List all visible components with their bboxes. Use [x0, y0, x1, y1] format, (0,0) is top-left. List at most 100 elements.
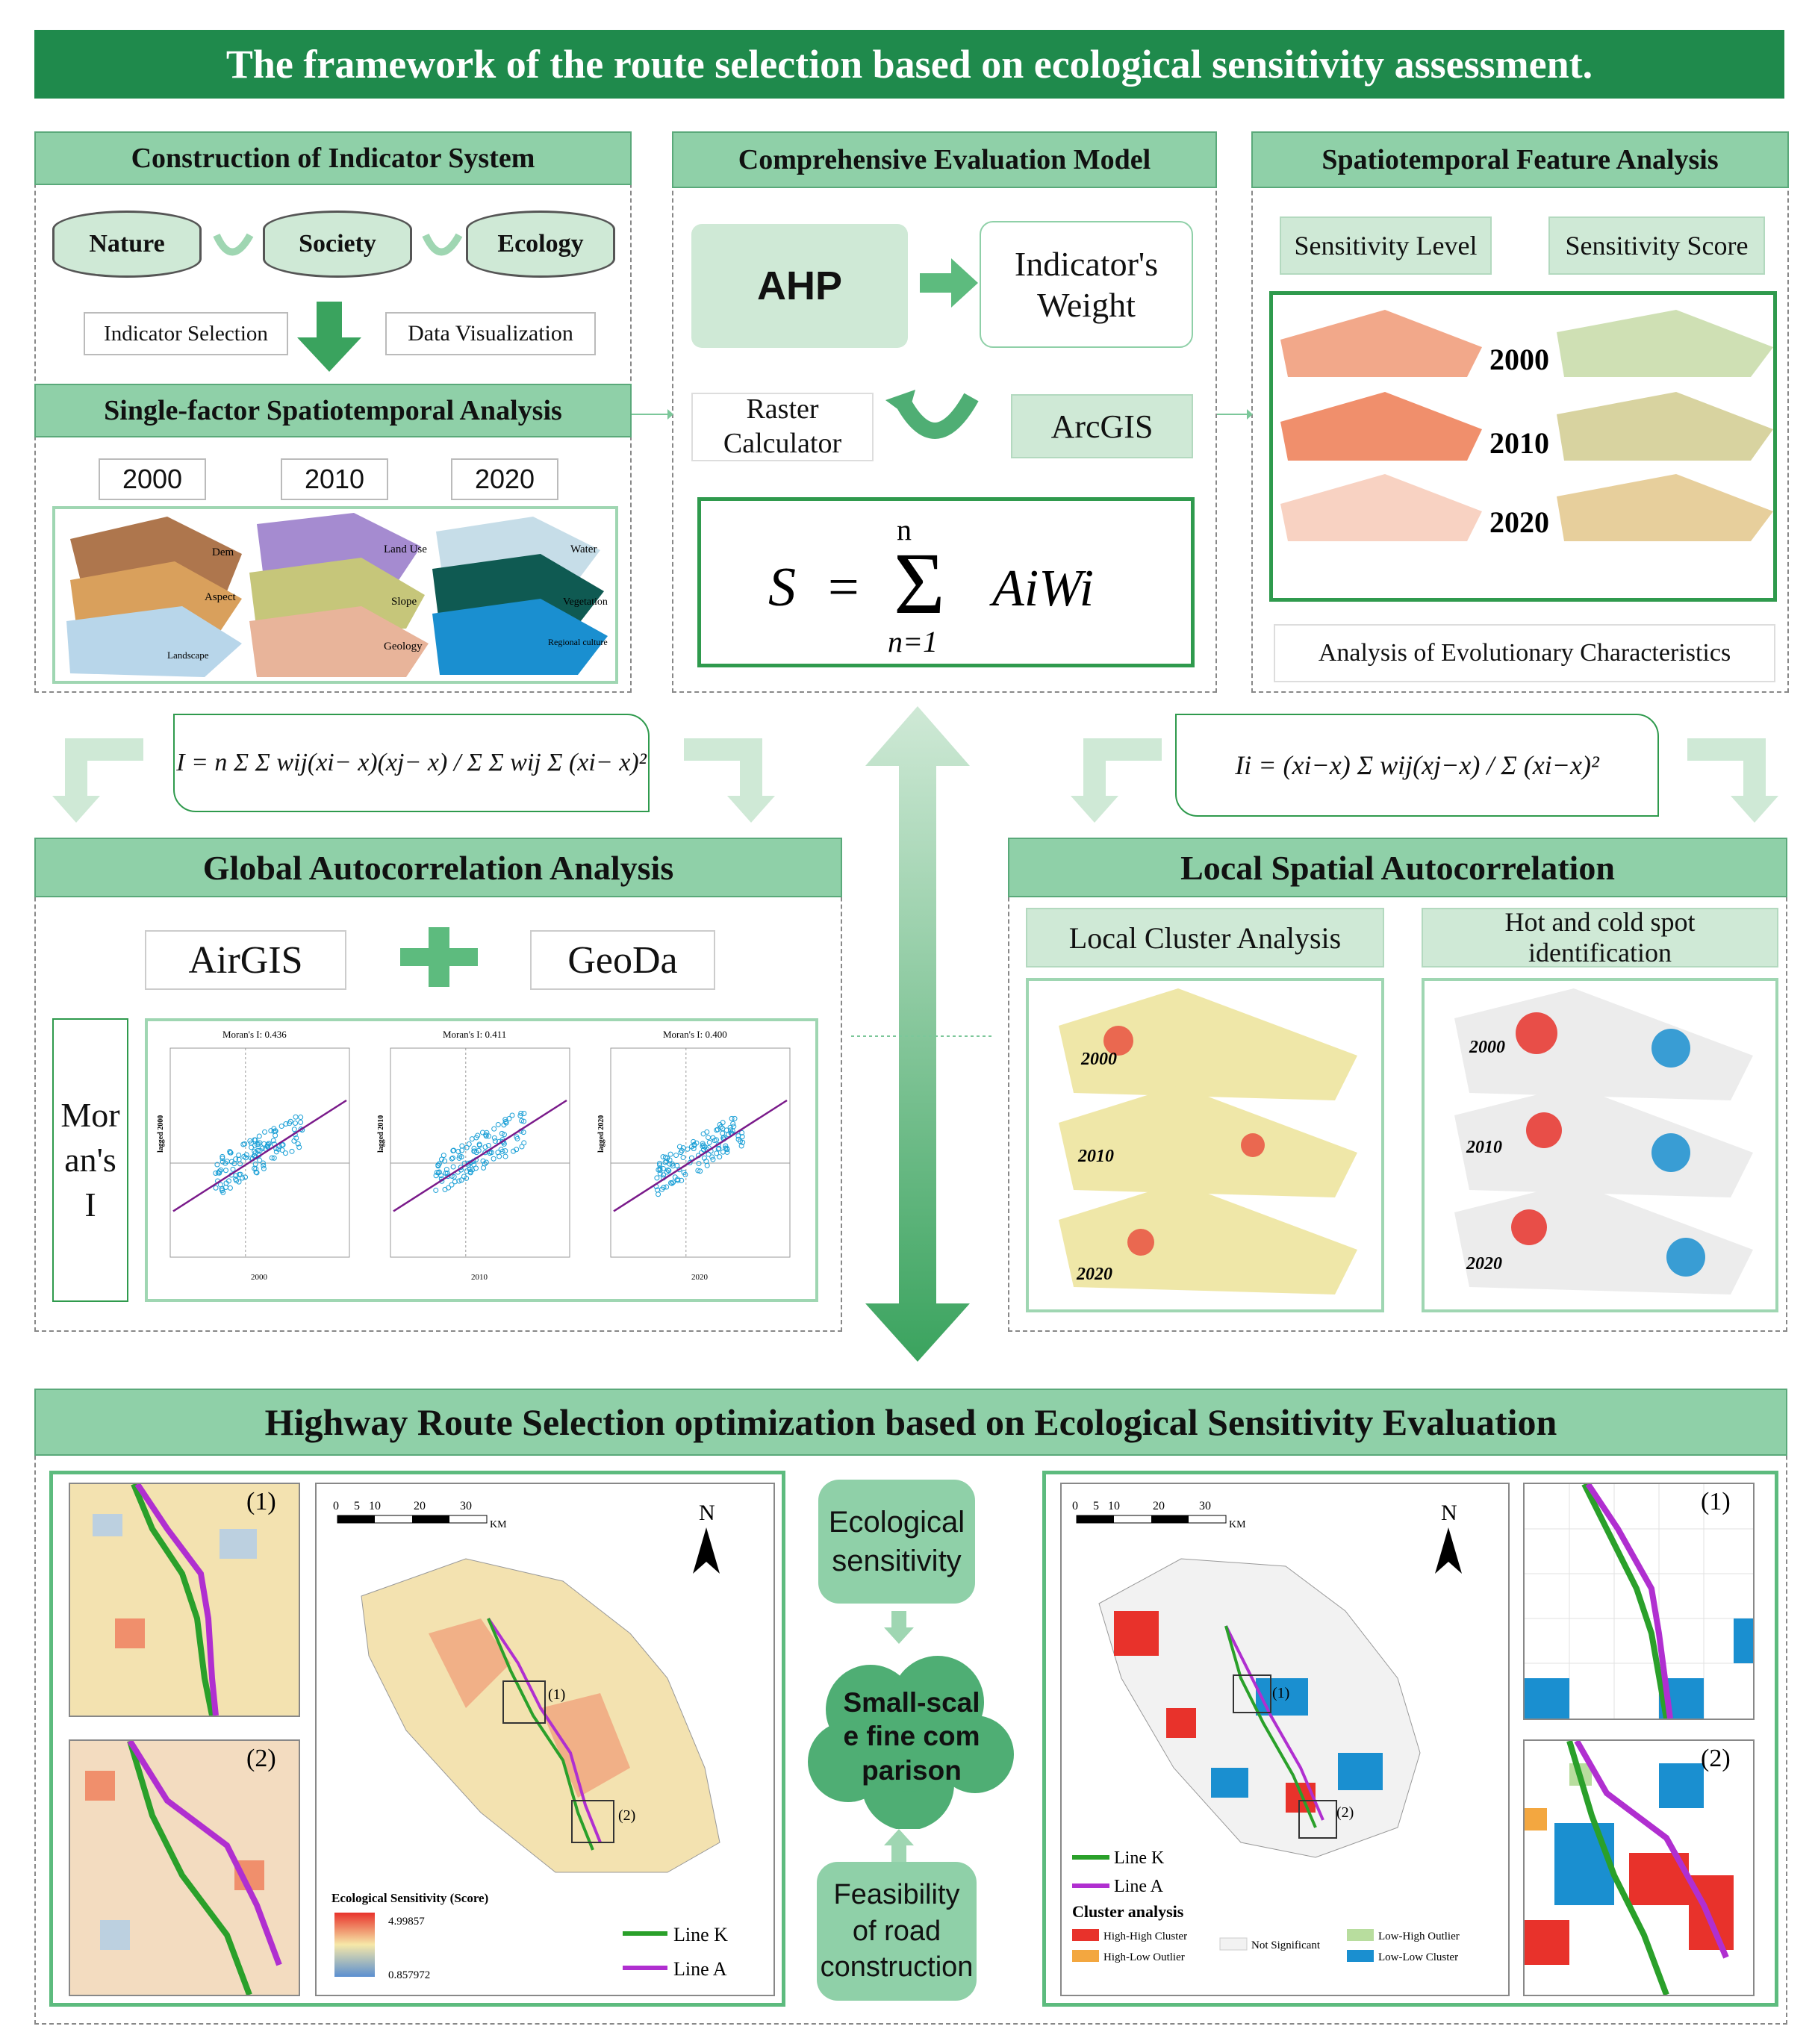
moran-point [714, 1127, 720, 1133]
moran-point [491, 1156, 496, 1162]
moran-point [236, 1171, 242, 1177]
curved-arrow-left-icon [52, 738, 143, 823]
moran-point [233, 1156, 239, 1162]
svg-text:KM: KM [490, 1519, 507, 1530]
single-factor-header: Single-factor Spatiotemporal Analysis [34, 384, 632, 437]
moran-point [458, 1177, 464, 1183]
svg-text:4.99857: 4.99857 [388, 1916, 425, 1928]
north-arrow-2-icon: N [1435, 1501, 1462, 1574]
moran-point [657, 1168, 663, 1174]
moran-point [291, 1127, 297, 1132]
moran-point [452, 1179, 458, 1185]
moran-point [709, 1154, 715, 1160]
moran-point [691, 1145, 697, 1151]
feasibility-pill: Feasibility of road construction [817, 1862, 977, 2001]
year-2010-label: 2010 [281, 458, 388, 500]
data-visualization-label: Data Visualization [385, 312, 596, 355]
moran-point [464, 1175, 470, 1181]
svg-text:Not Significant: Not Significant [1251, 1939, 1321, 1951]
moran-point [278, 1124, 284, 1130]
moran-point [673, 1153, 679, 1159]
svg-text:10: 10 [1108, 1500, 1120, 1512]
moran-point [502, 1117, 508, 1123]
svg-text:Σ: Σ [894, 535, 945, 632]
year-2000-label: 2000 [99, 458, 206, 500]
moran-point [501, 1132, 507, 1138]
moran-point [723, 1145, 729, 1151]
moran-point [517, 1113, 523, 1119]
moran-point [720, 1149, 726, 1155]
moran-point [657, 1162, 663, 1168]
moran-point [687, 1159, 693, 1165]
moran-point [501, 1141, 507, 1147]
layer-label-regional-culture: Regional culture [548, 637, 608, 647]
local-formula-box: Ii = (xi−x) Σ wij(xj−x) / Σ (xi−x)² [1175, 714, 1659, 817]
layer-label-vegetation: Vegetation [563, 596, 608, 608]
moran-point [729, 1115, 735, 1121]
moran-point [257, 1147, 263, 1153]
moran-point [260, 1160, 266, 1166]
moran-regression-line [172, 1099, 347, 1212]
factor-layer-maps: Dem Aspect Landscape Land Use Slope Geol… [66, 513, 608, 677]
moran-point [215, 1170, 221, 1176]
moran-point [482, 1144, 488, 1150]
moran-point [664, 1156, 670, 1162]
small-scale-comparison-text: Small-scale fine comparison [843, 1687, 980, 1786]
moran-point [740, 1139, 746, 1145]
cylinder-ecology: Ecology [466, 211, 615, 278]
local-cluster-label: Local Cluster Analysis [1026, 908, 1384, 968]
moran-point [502, 1153, 508, 1159]
moran-point [710, 1156, 716, 1162]
moran-point [233, 1173, 239, 1179]
moran-point [240, 1175, 246, 1181]
moran-point [502, 1119, 508, 1125]
geoda-tool: GeoDa [530, 930, 715, 990]
moran-xlabel: 2020 [691, 1273, 709, 1282]
moran-point [503, 1120, 509, 1126]
moran-point [670, 1180, 676, 1185]
svg-text:Low-High Outlier: Low-High Outlier [1378, 1931, 1460, 1942]
moran-point [496, 1153, 502, 1159]
moran-point [727, 1124, 733, 1130]
moran-point [213, 1185, 219, 1191]
north-arrow-icon: N [693, 1501, 720, 1574]
moran-point [716, 1145, 722, 1151]
formula-S: S = n Σ n=1 AiWi [768, 513, 1094, 658]
moran-point [697, 1168, 703, 1174]
moran-point [254, 1170, 260, 1176]
svg-text:n=1: n=1 [888, 625, 938, 658]
scale-bar: 0 5 10 20 30 KM [333, 1500, 507, 1530]
moran-point [269, 1155, 275, 1161]
moran-point [298, 1119, 304, 1125]
moran-point [471, 1148, 477, 1154]
svg-text:10: 10 [369, 1500, 381, 1512]
moran-point [681, 1170, 687, 1176]
connector-arrows-top [632, 409, 1253, 420]
moran-point [264, 1144, 270, 1150]
moran-point [659, 1186, 665, 1192]
moran-point [270, 1138, 276, 1144]
cycle-arrows [213, 233, 463, 256]
moran-point [706, 1139, 712, 1145]
moran-point [498, 1147, 504, 1153]
svg-text:0: 0 [333, 1500, 339, 1512]
svg-text:(2): (2) [246, 1745, 276, 1772]
moran-point [518, 1110, 524, 1116]
moran-plot-title: Moran's I: 0.436 [222, 1029, 287, 1040]
moran-point [252, 1161, 258, 1167]
moran-point [222, 1185, 228, 1191]
moran-point [266, 1141, 272, 1147]
moran-point [679, 1147, 685, 1153]
scale-bar-2: 0 5 10 20 30 KM [1072, 1500, 1246, 1530]
cluster-legend-title: Cluster analysis [1072, 1902, 1184, 1921]
moran-point [700, 1144, 706, 1150]
svg-text:S: S [768, 557, 796, 618]
svg-text:5: 5 [1093, 1500, 1099, 1512]
moran-point [521, 1118, 527, 1124]
moran-point [293, 1114, 299, 1120]
moran-point [657, 1165, 663, 1171]
legend-line-a: Line A [673, 1958, 727, 1980]
moran-point [715, 1146, 721, 1152]
global-header: Global Autocorrelation Analysis [34, 838, 842, 897]
